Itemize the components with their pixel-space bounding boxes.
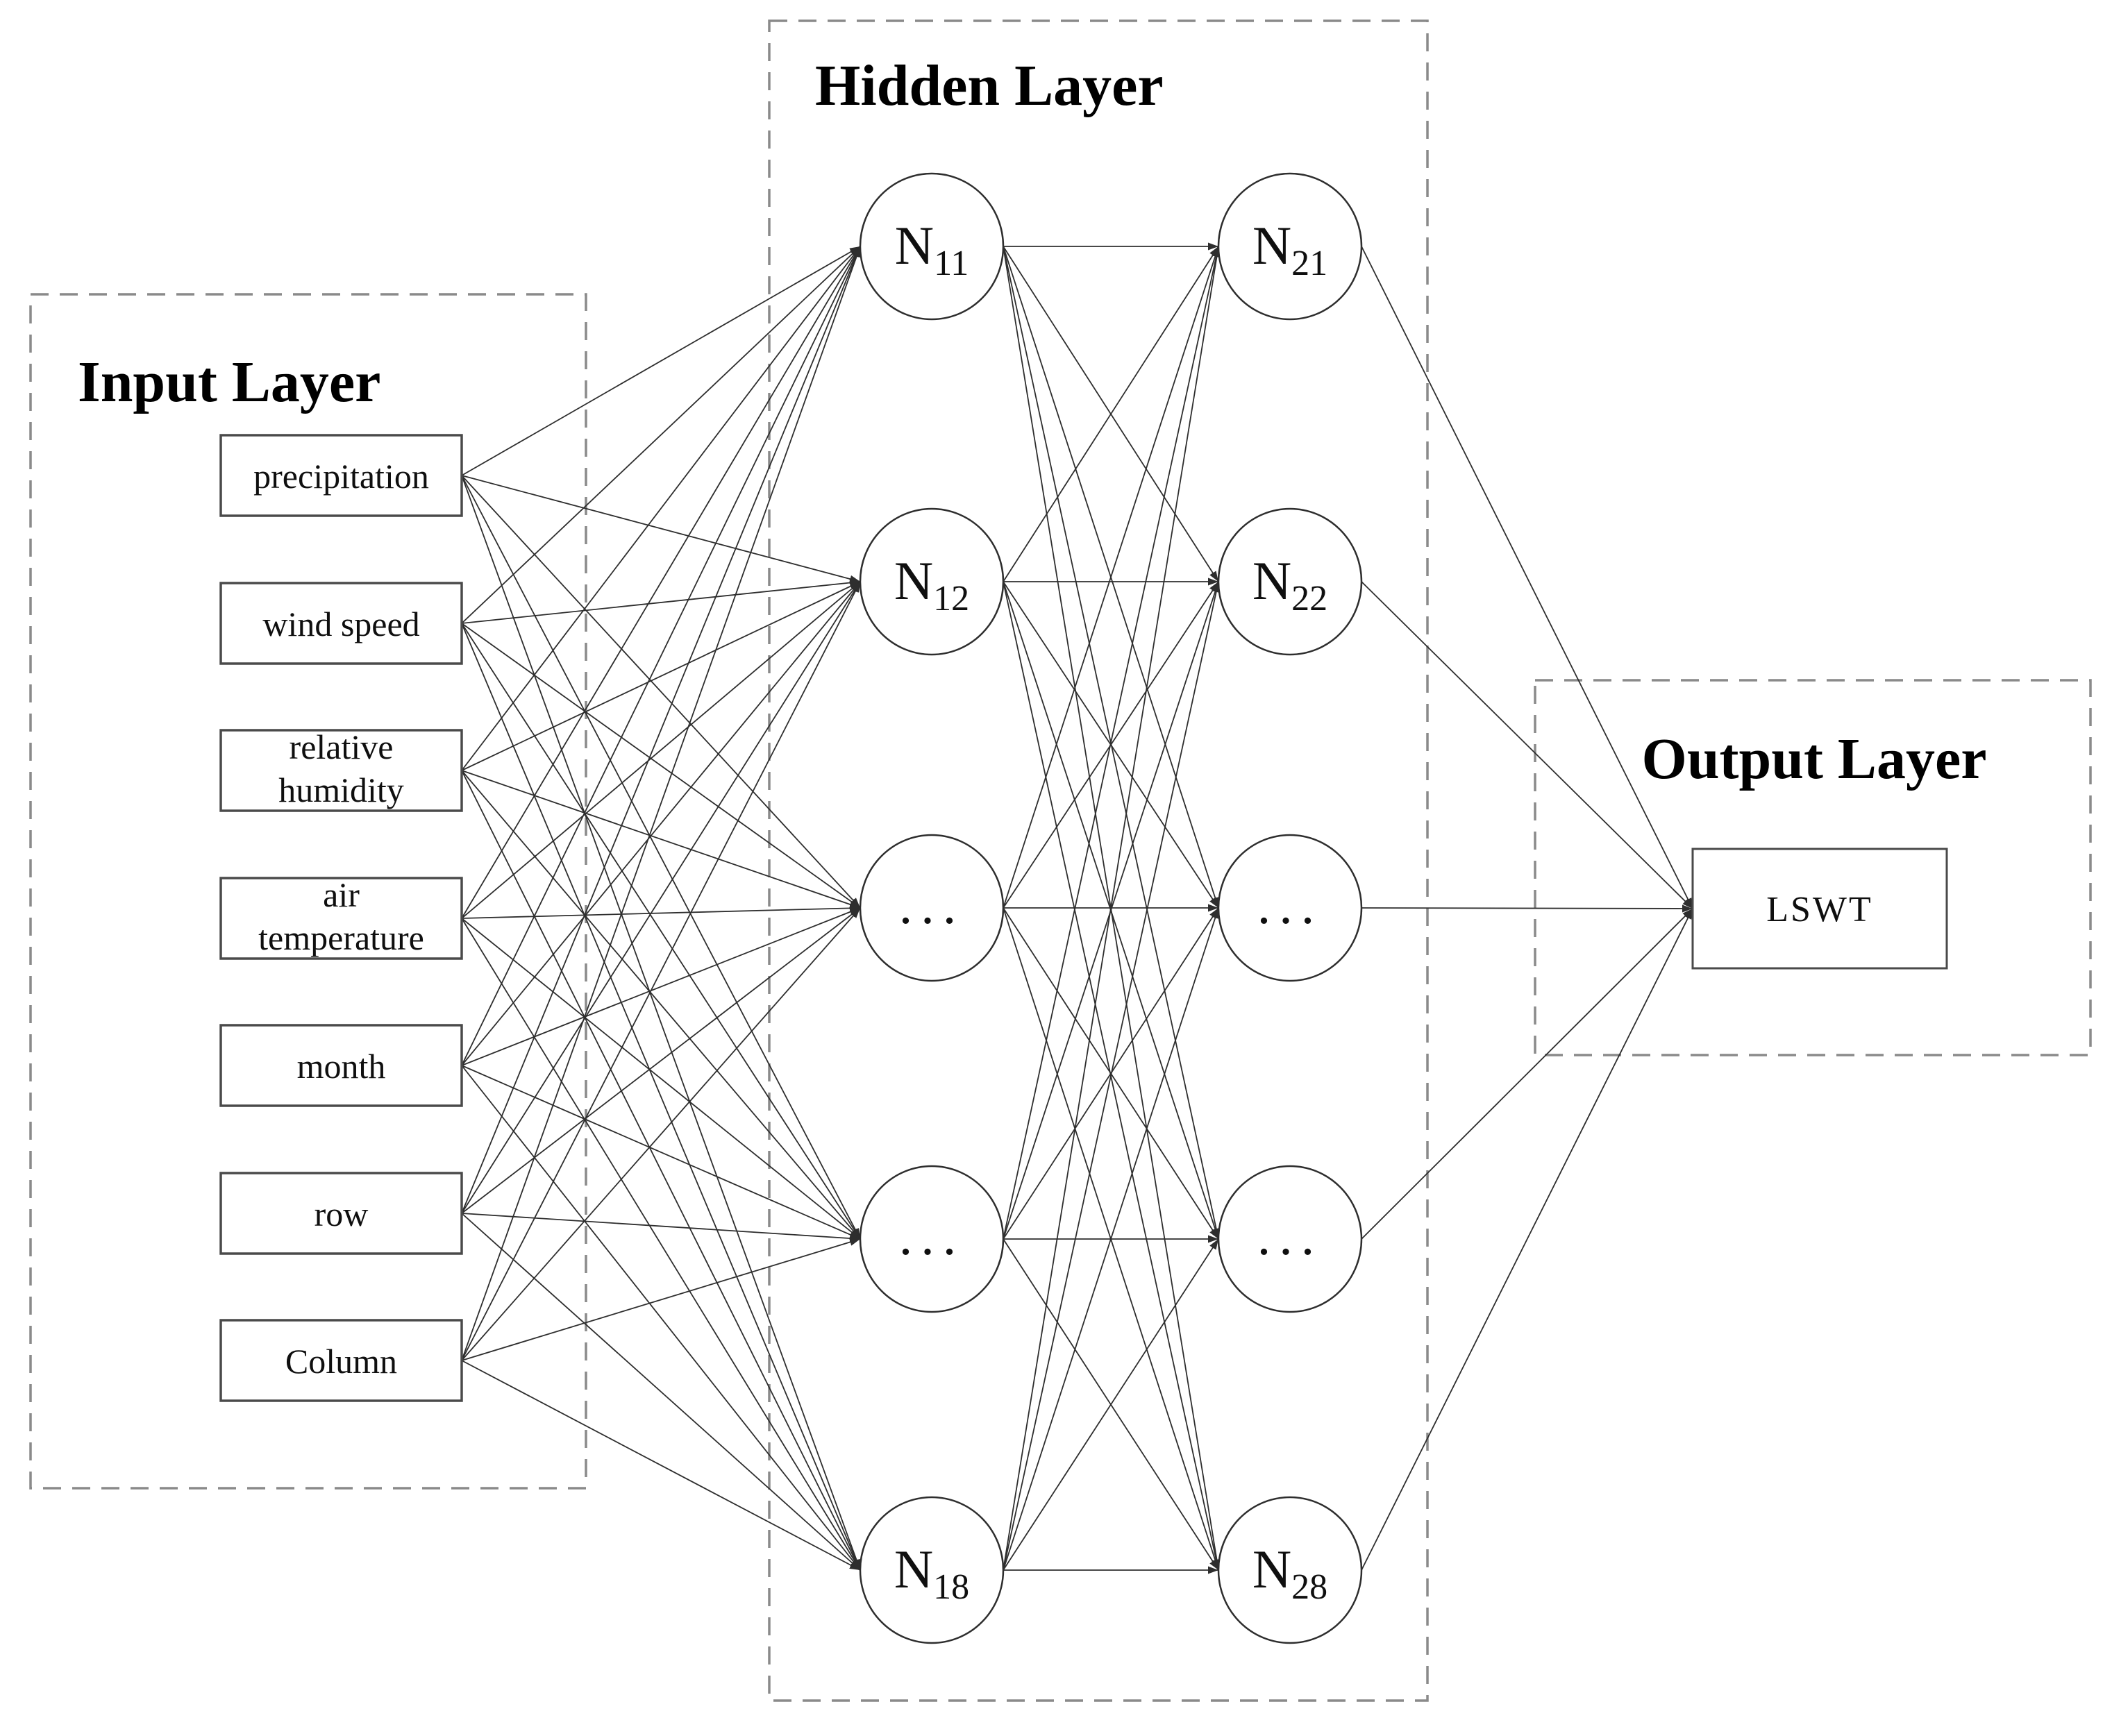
input-node-label-precipitation: precipitation [253, 457, 429, 496]
edge-input3-h1n2 [461, 581, 861, 771]
hidden-node-N18-label: N18 [894, 1539, 969, 1607]
edge-input5-h1n1 [461, 246, 861, 1066]
edge-h1n5-h2n2 [1003, 581, 1221, 1571]
input-node-label-month: month [297, 1047, 386, 1086]
hidden-node-N21 [1217, 172, 1363, 321]
edge-input6-h1n5 [461, 1213, 861, 1571]
edge-input1-h1n1 [461, 246, 861, 476]
output-node-label-lswt: LSWT [1766, 890, 1873, 929]
output-node-lswt [1691, 848, 1948, 970]
hidden-node-N11 [859, 172, 1005, 321]
hidden-node-N28-label: N28 [1252, 1539, 1327, 1607]
hidden-node-col2-row3-ellipsis-label: ... [1257, 875, 1323, 935]
edge-h2n3-output [1361, 904, 1693, 913]
edge-input3-h1n3 [461, 770, 861, 909]
output-layer-title: Output Layer [1641, 727, 1986, 791]
edge-input5-h1n3 [461, 907, 861, 1066]
edge-h1n4-h2n1 [1003, 246, 1221, 1240]
input-node-label-row: row [315, 1195, 369, 1233]
edge-h1n5-h2n1 [1003, 246, 1221, 1571]
edge-input7-h1n4 [461, 1238, 861, 1361]
hidden-node-col1-row4-ellipsis [859, 1165, 1005, 1313]
edge-input7-h1n1 [461, 246, 861, 1361]
edge-input5-h1n5 [461, 1065, 861, 1571]
edge-input4-h1n3 [461, 904, 861, 919]
edges-group [461, 242, 1693, 1574]
edge-input3-h1n1 [461, 246, 861, 771]
edge-h2n2-output [1361, 581, 1693, 909]
edge-h1n2-h2n1 [1003, 246, 1219, 582]
edge-input1-h1n2 [461, 475, 861, 583]
hidden-layer-title: Hidden Layer [815, 53, 1164, 118]
edge-input2-h1n4 [461, 623, 861, 1240]
input-node-column [219, 1319, 463, 1402]
edge-input3-h1n4 [461, 770, 861, 1240]
hidden-node-col1-row4-ellipsis-label: ... [899, 1206, 965, 1266]
hidden-node-col2-row3-ellipsis [1217, 834, 1363, 982]
edge-input1-h1n5 [461, 475, 861, 1571]
edge-input7-h1n2 [461, 581, 861, 1361]
edge-input4-h1n4 [461, 918, 861, 1240]
hidden-layer-box [768, 19, 1429, 1702]
edge-input4-h1n1 [461, 246, 861, 919]
hidden-node-col2-row4-ellipsis [1217, 1165, 1363, 1313]
hidden-node-col1-row3-ellipsis [859, 834, 1005, 982]
edge-input1-h1n4 [461, 475, 861, 1240]
edge-input1-h1n3 [461, 475, 861, 909]
edge-h1n3-h2n1 [1003, 246, 1219, 909]
layer-boxes-group [29, 19, 2092, 1702]
hidden-node-col1-row3-ellipsis-label: ... [899, 875, 965, 935]
input-node-air-temperature [219, 877, 463, 960]
edge-input2-h1n3 [461, 623, 861, 909]
edge-input2-h1n2 [461, 579, 861, 624]
edge-input3-h1n5 [461, 770, 861, 1571]
edge-input4-h1n5 [461, 918, 861, 1571]
input-node-relative-humidity [219, 729, 463, 812]
hidden-node-N22 [1217, 507, 1363, 656]
hidden-node-N28 [1217, 1496, 1363, 1644]
edge-input5-h1n2 [461, 581, 861, 1066]
hidden-node-N12-label: N12 [894, 550, 969, 618]
edge-h1n5-h2n3 [1003, 907, 1219, 1571]
edge-h2n1-output [1361, 246, 1693, 909]
edge-h1n5-h2n4 [1003, 1238, 1219, 1571]
hidden-node-N21-label: N21 [1252, 215, 1327, 283]
hidden-node-N12 [859, 507, 1005, 656]
input-node-label-wind-speed: wind speed [262, 605, 419, 643]
input-node-wind-speed [219, 582, 463, 665]
hidden-node-col2-row4-ellipsis-label: ... [1257, 1206, 1323, 1266]
edge-input4-h1n2 [461, 581, 861, 919]
input-node-precipitation [219, 434, 463, 517]
edge-h2n4-output [1361, 908, 1693, 1240]
hidden-node-N18 [859, 1496, 1005, 1644]
edge-input6-h1n1 [461, 246, 861, 1214]
edge-input2-h1n1 [461, 246, 861, 624]
input-node-row [219, 1172, 463, 1255]
input-layer-title: Input Layer [78, 350, 380, 414]
hidden-node-N11-label: N11 [895, 215, 969, 283]
input-node-label-column: Column [285, 1342, 397, 1381]
edge-input6-h1n3 [461, 907, 861, 1214]
edge-input7-h1n3 [461, 907, 861, 1361]
edge-input5-h1n4 [461, 1065, 861, 1240]
output-layer-box [1534, 679, 2092, 1056]
input-node-month [219, 1024, 463, 1107]
edge-input6-h1n2 [461, 581, 861, 1214]
edge-input6-h1n4 [461, 1213, 861, 1242]
hidden-node-N22-label: N22 [1252, 550, 1327, 618]
edge-input7-h1n5 [461, 1360, 861, 1571]
edge-h2n5-output [1361, 908, 1693, 1571]
edge-input2-h1n5 [461, 623, 861, 1571]
input-layer-box [29, 293, 587, 1490]
